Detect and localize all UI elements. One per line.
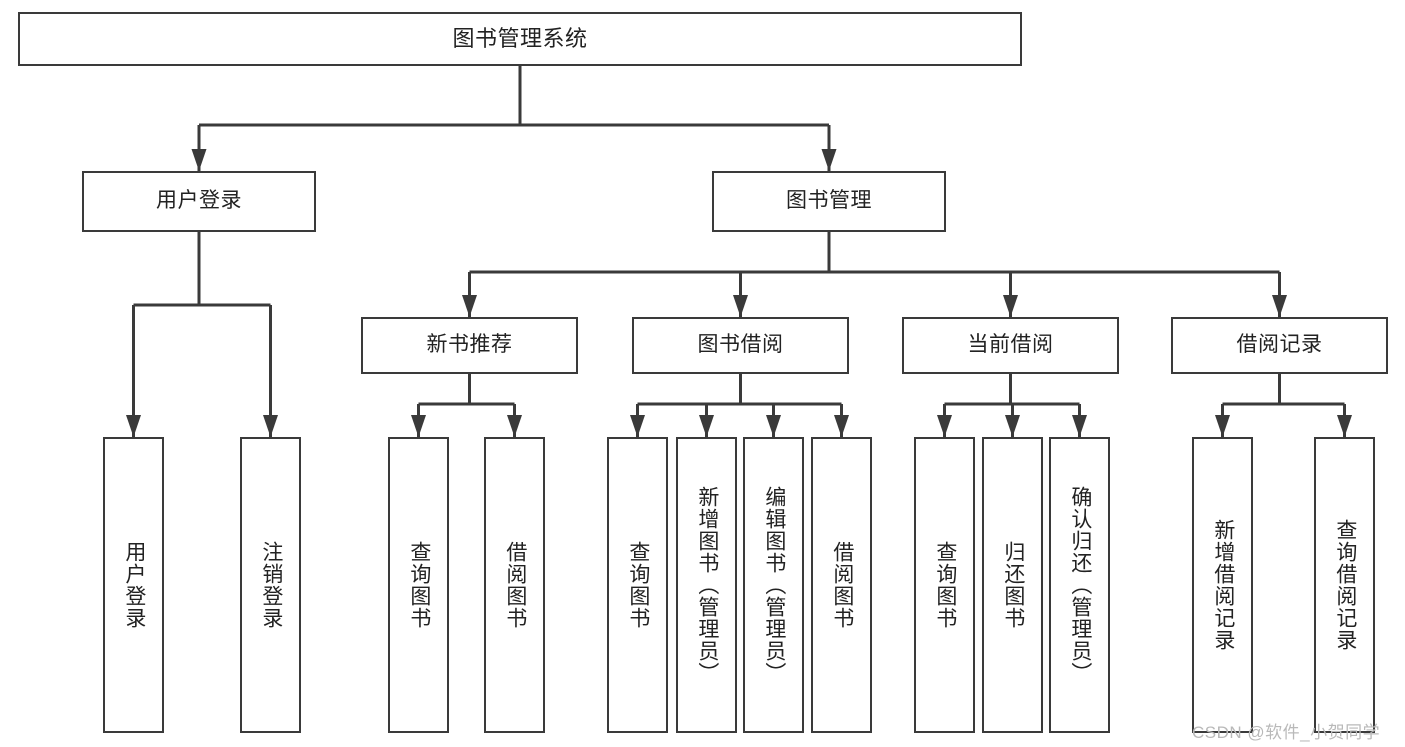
- csdn-watermark: CSDN @软件_小贺同学: [1192, 723, 1381, 742]
- arrowhead-leaf-rec-add-record: [1215, 415, 1230, 437]
- arrowhead-leaf-borrow-add-book: [699, 415, 714, 437]
- arrowhead-leaf-user-login: [126, 415, 141, 437]
- arrowhead-leaf-borrow-borrow-book: [834, 415, 849, 437]
- node-leaf-cur-return-book[interactable]: 归还图书: [982, 437, 1043, 733]
- node-leaf-cur-confirm-return[interactable]: 确认归还（管理员）: [1049, 437, 1110, 733]
- node-label-leaf-borrow-edit-book: 编辑图书（管理员）: [762, 486, 786, 684]
- node-leaf-user-login[interactable]: 用户登录: [103, 437, 164, 733]
- node-leaf-rec-add-record[interactable]: 新增借阅记录: [1192, 437, 1253, 733]
- node-current-borrow[interactable]: 当前借阅: [902, 317, 1119, 374]
- node-label-leaf-borrow-query-book: 查询图书: [626, 541, 650, 629]
- node-label-root: 图书管理系统: [452, 26, 588, 52]
- node-book-borrow[interactable]: 图书借阅: [632, 317, 849, 374]
- arrowhead-new-book-rec: [462, 295, 477, 317]
- node-label-book-manage: 图书管理: [786, 189, 872, 213]
- node-leaf-user-logout[interactable]: 注销登录: [240, 437, 301, 733]
- node-label-leaf-cur-confirm-return: 确认归还（管理员）: [1068, 486, 1092, 684]
- arrowhead-leaf-cur-return-book: [1005, 415, 1020, 437]
- node-label-leaf-rec-query-record: 查询借阅记录: [1333, 519, 1357, 651]
- node-book-manage[interactable]: 图书管理: [712, 171, 946, 232]
- node-label-leaf-rec-query-book: 查询图书: [407, 541, 431, 629]
- arrowhead-current-borrow: [1003, 295, 1018, 317]
- arrowhead-leaf-rec-query-record: [1337, 415, 1352, 437]
- node-label-book-borrow: 图书借阅: [697, 333, 784, 357]
- node-leaf-rec-query-record[interactable]: 查询借阅记录: [1314, 437, 1375, 733]
- node-leaf-rec-borrow-book[interactable]: 借阅图书: [484, 437, 545, 733]
- node-root[interactable]: 图书管理系统: [18, 12, 1022, 66]
- arrowhead-leaf-rec-query-book: [411, 415, 426, 437]
- node-label-leaf-borrow-add-book: 新增图书（管理员）: [695, 486, 719, 684]
- node-borrow-record[interactable]: 借阅记录: [1171, 317, 1388, 374]
- node-leaf-borrow-add-book[interactable]: 新增图书（管理员）: [676, 437, 737, 733]
- node-label-leaf-rec-add-record: 新增借阅记录: [1211, 519, 1235, 651]
- node-label-leaf-user-login: 用户登录: [122, 541, 146, 629]
- arrowhead-leaf-cur-query-book: [937, 415, 952, 437]
- node-label-leaf-borrow-borrow-book: 借阅图书: [830, 541, 854, 629]
- node-new-book-rec[interactable]: 新书推荐: [361, 317, 578, 374]
- node-user-login[interactable]: 用户登录: [82, 171, 316, 232]
- arrowhead-book-manage: [821, 149, 837, 171]
- node-leaf-borrow-query-book[interactable]: 查询图书: [607, 437, 668, 733]
- node-leaf-borrow-borrow-book[interactable]: 借阅图书: [811, 437, 872, 733]
- node-label-leaf-user-logout: 注销登录: [259, 541, 283, 629]
- arrowhead-leaf-borrow-edit-book: [766, 415, 781, 437]
- node-label-borrow-record: 借阅记录: [1236, 333, 1323, 357]
- node-leaf-cur-query-book[interactable]: 查询图书: [914, 437, 975, 733]
- arrowhead-leaf-user-logout: [263, 415, 278, 437]
- arrowhead-user-login: [191, 149, 207, 171]
- node-label-new-book-rec: 新书推荐: [426, 333, 513, 357]
- node-label-current-borrow: 当前借阅: [967, 333, 1054, 357]
- node-label-leaf-cur-return-book: 归还图书: [1001, 541, 1025, 629]
- arrowhead-leaf-borrow-query-book: [630, 415, 645, 437]
- arrowhead-leaf-rec-borrow-book: [507, 415, 522, 437]
- arrowhead-borrow-record: [1272, 295, 1287, 317]
- node-label-user-login: 用户登录: [156, 189, 242, 213]
- node-leaf-rec-query-book[interactable]: 查询图书: [388, 437, 449, 733]
- node-label-leaf-cur-query-book: 查询图书: [933, 541, 957, 629]
- node-label-leaf-rec-borrow-book: 借阅图书: [503, 541, 527, 629]
- arrowhead-book-borrow: [733, 295, 748, 317]
- node-leaf-borrow-edit-book[interactable]: 编辑图书（管理员）: [743, 437, 804, 733]
- arrowhead-leaf-cur-confirm-return: [1072, 415, 1087, 437]
